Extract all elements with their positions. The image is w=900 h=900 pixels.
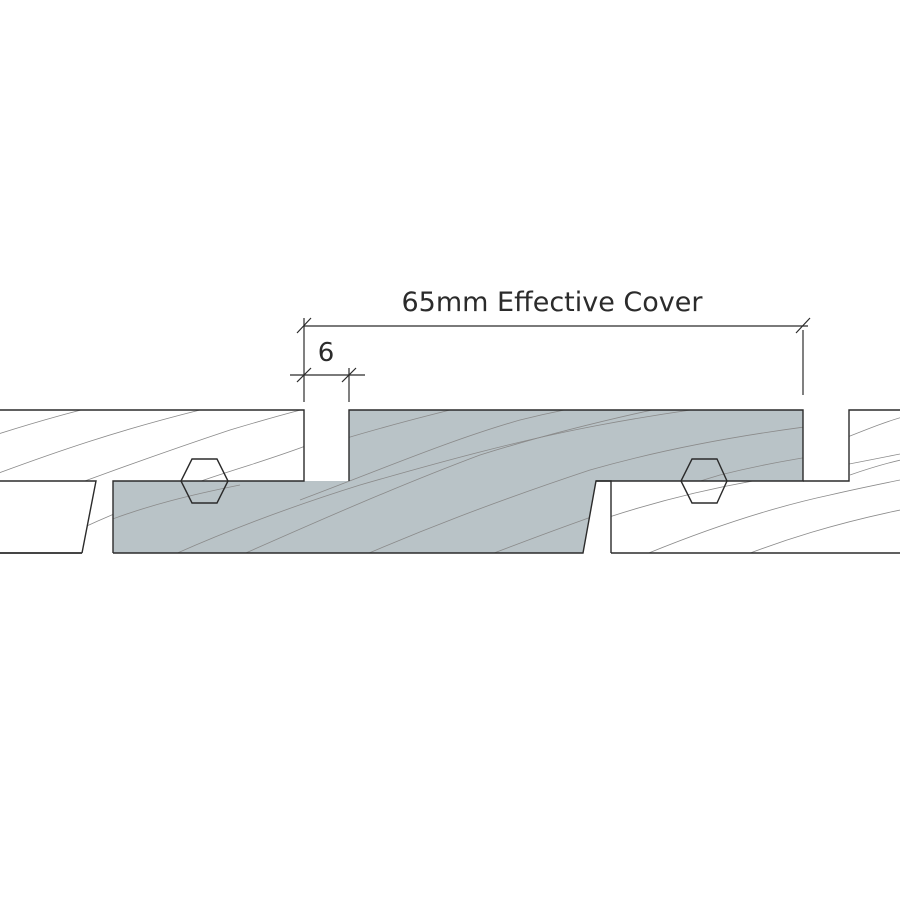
effective-cover-dimension (296, 317, 811, 402)
right-board-outline (596, 409, 900, 554)
gap-label: 6 (318, 338, 335, 368)
middle-board-grain (113, 410, 803, 553)
highlighted-board (113, 410, 803, 553)
gap-dimension (290, 367, 365, 402)
right-hex-clip (680, 458, 728, 504)
effective-cover-label: 65mm Effective Cover (402, 287, 704, 318)
left-hex-clip (180, 458, 229, 504)
